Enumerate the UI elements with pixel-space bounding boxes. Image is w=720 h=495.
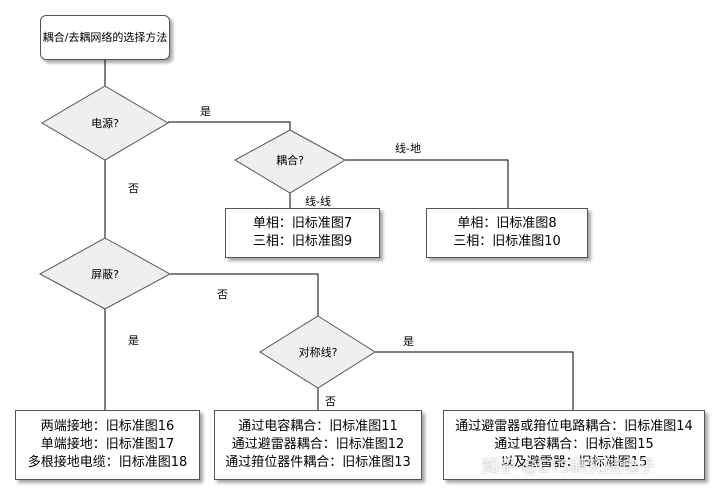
- decision-symmetric-diamond: [259, 315, 376, 389]
- edge-label-power-no: 否: [128, 182, 139, 195]
- edge-label-line-ground: 线-地: [395, 142, 421, 155]
- result-line: 单相：旧标准图8: [457, 216, 557, 231]
- decision-power-diamond: [41, 85, 169, 161]
- edge-label-sym-yes: 是: [403, 335, 414, 348]
- result-line: 单相：旧标准图7: [252, 216, 353, 231]
- coupling-decision-label: 耦合?: [276, 154, 304, 167]
- result-line: 通过电容耦合：旧标准图15: [494, 437, 654, 452]
- edge-label-line-line: 线-线: [305, 195, 331, 208]
- result-box-symmetric: 通过避雷器或箝位电路耦合：旧标准图14 通过电容耦合：旧标准图15 以及避雷器：…: [443, 410, 705, 480]
- result-line: 通过避雷器或箝位电路耦合：旧标准图14: [455, 419, 693, 434]
- result-line: 两端接地：旧标准图16: [40, 419, 175, 434]
- decision-coupling-diamond: [233, 129, 347, 194]
- power-decision-label: 电源?: [91, 117, 119, 130]
- symmetric-decision-label: 对称线?: [298, 346, 338, 359]
- result-line: 三相：旧标准图10: [453, 234, 561, 249]
- result-box-line-ground: 单相：旧标准图8 三相：旧标准图10: [426, 208, 588, 258]
- watermark: 知乎 @ETS研究院电子: [482, 457, 656, 477]
- result-line: 三相：旧标准图9: [252, 234, 353, 249]
- connector: [170, 273, 319, 316]
- shield-decision-label: 屏蔽?: [91, 268, 119, 281]
- connector: [345, 159, 509, 208]
- decision-shield-diamond: [38, 237, 172, 310]
- title-text: 耦合/去耦网络的选择方法: [42, 30, 168, 44]
- result-line: 单端接地：旧标准图17: [40, 437, 175, 452]
- title-box: 耦合/去耦网络的选择方法: [40, 15, 170, 60]
- connector: [375, 351, 574, 410]
- edge-label-sym-no: 否: [325, 395, 336, 408]
- result-line: 通过避雷器耦合：旧标准图12: [231, 437, 405, 452]
- edge-label-power-yes: 是: [200, 105, 211, 118]
- result-box-line-line: 单相：旧标准图7 三相：旧标准图9: [225, 208, 380, 258]
- result-line: 通过电容耦合：旧标准图11: [238, 419, 398, 434]
- edge-label-shield-yes: 是: [128, 334, 139, 347]
- result-line: 多根接地电缆：旧标准图18: [27, 455, 188, 470]
- connector: [168, 121, 291, 130]
- result-line: 以及避雷器：旧标准图15: [500, 455, 648, 470]
- result-line: 通过箝位器件耦合：旧标准图13: [225, 455, 411, 470]
- edge-label-shield-no: 否: [217, 288, 228, 301]
- result-box-asymmetric: 通过电容耦合：旧标准图11 通过避雷器耦合：旧标准图12 通过箝位器件耦合：旧标…: [214, 410, 422, 480]
- result-box-shield: 两端接地：旧标准图16 单端接地：旧标准图17 多根接地电缆：旧标准图18: [15, 410, 200, 480]
